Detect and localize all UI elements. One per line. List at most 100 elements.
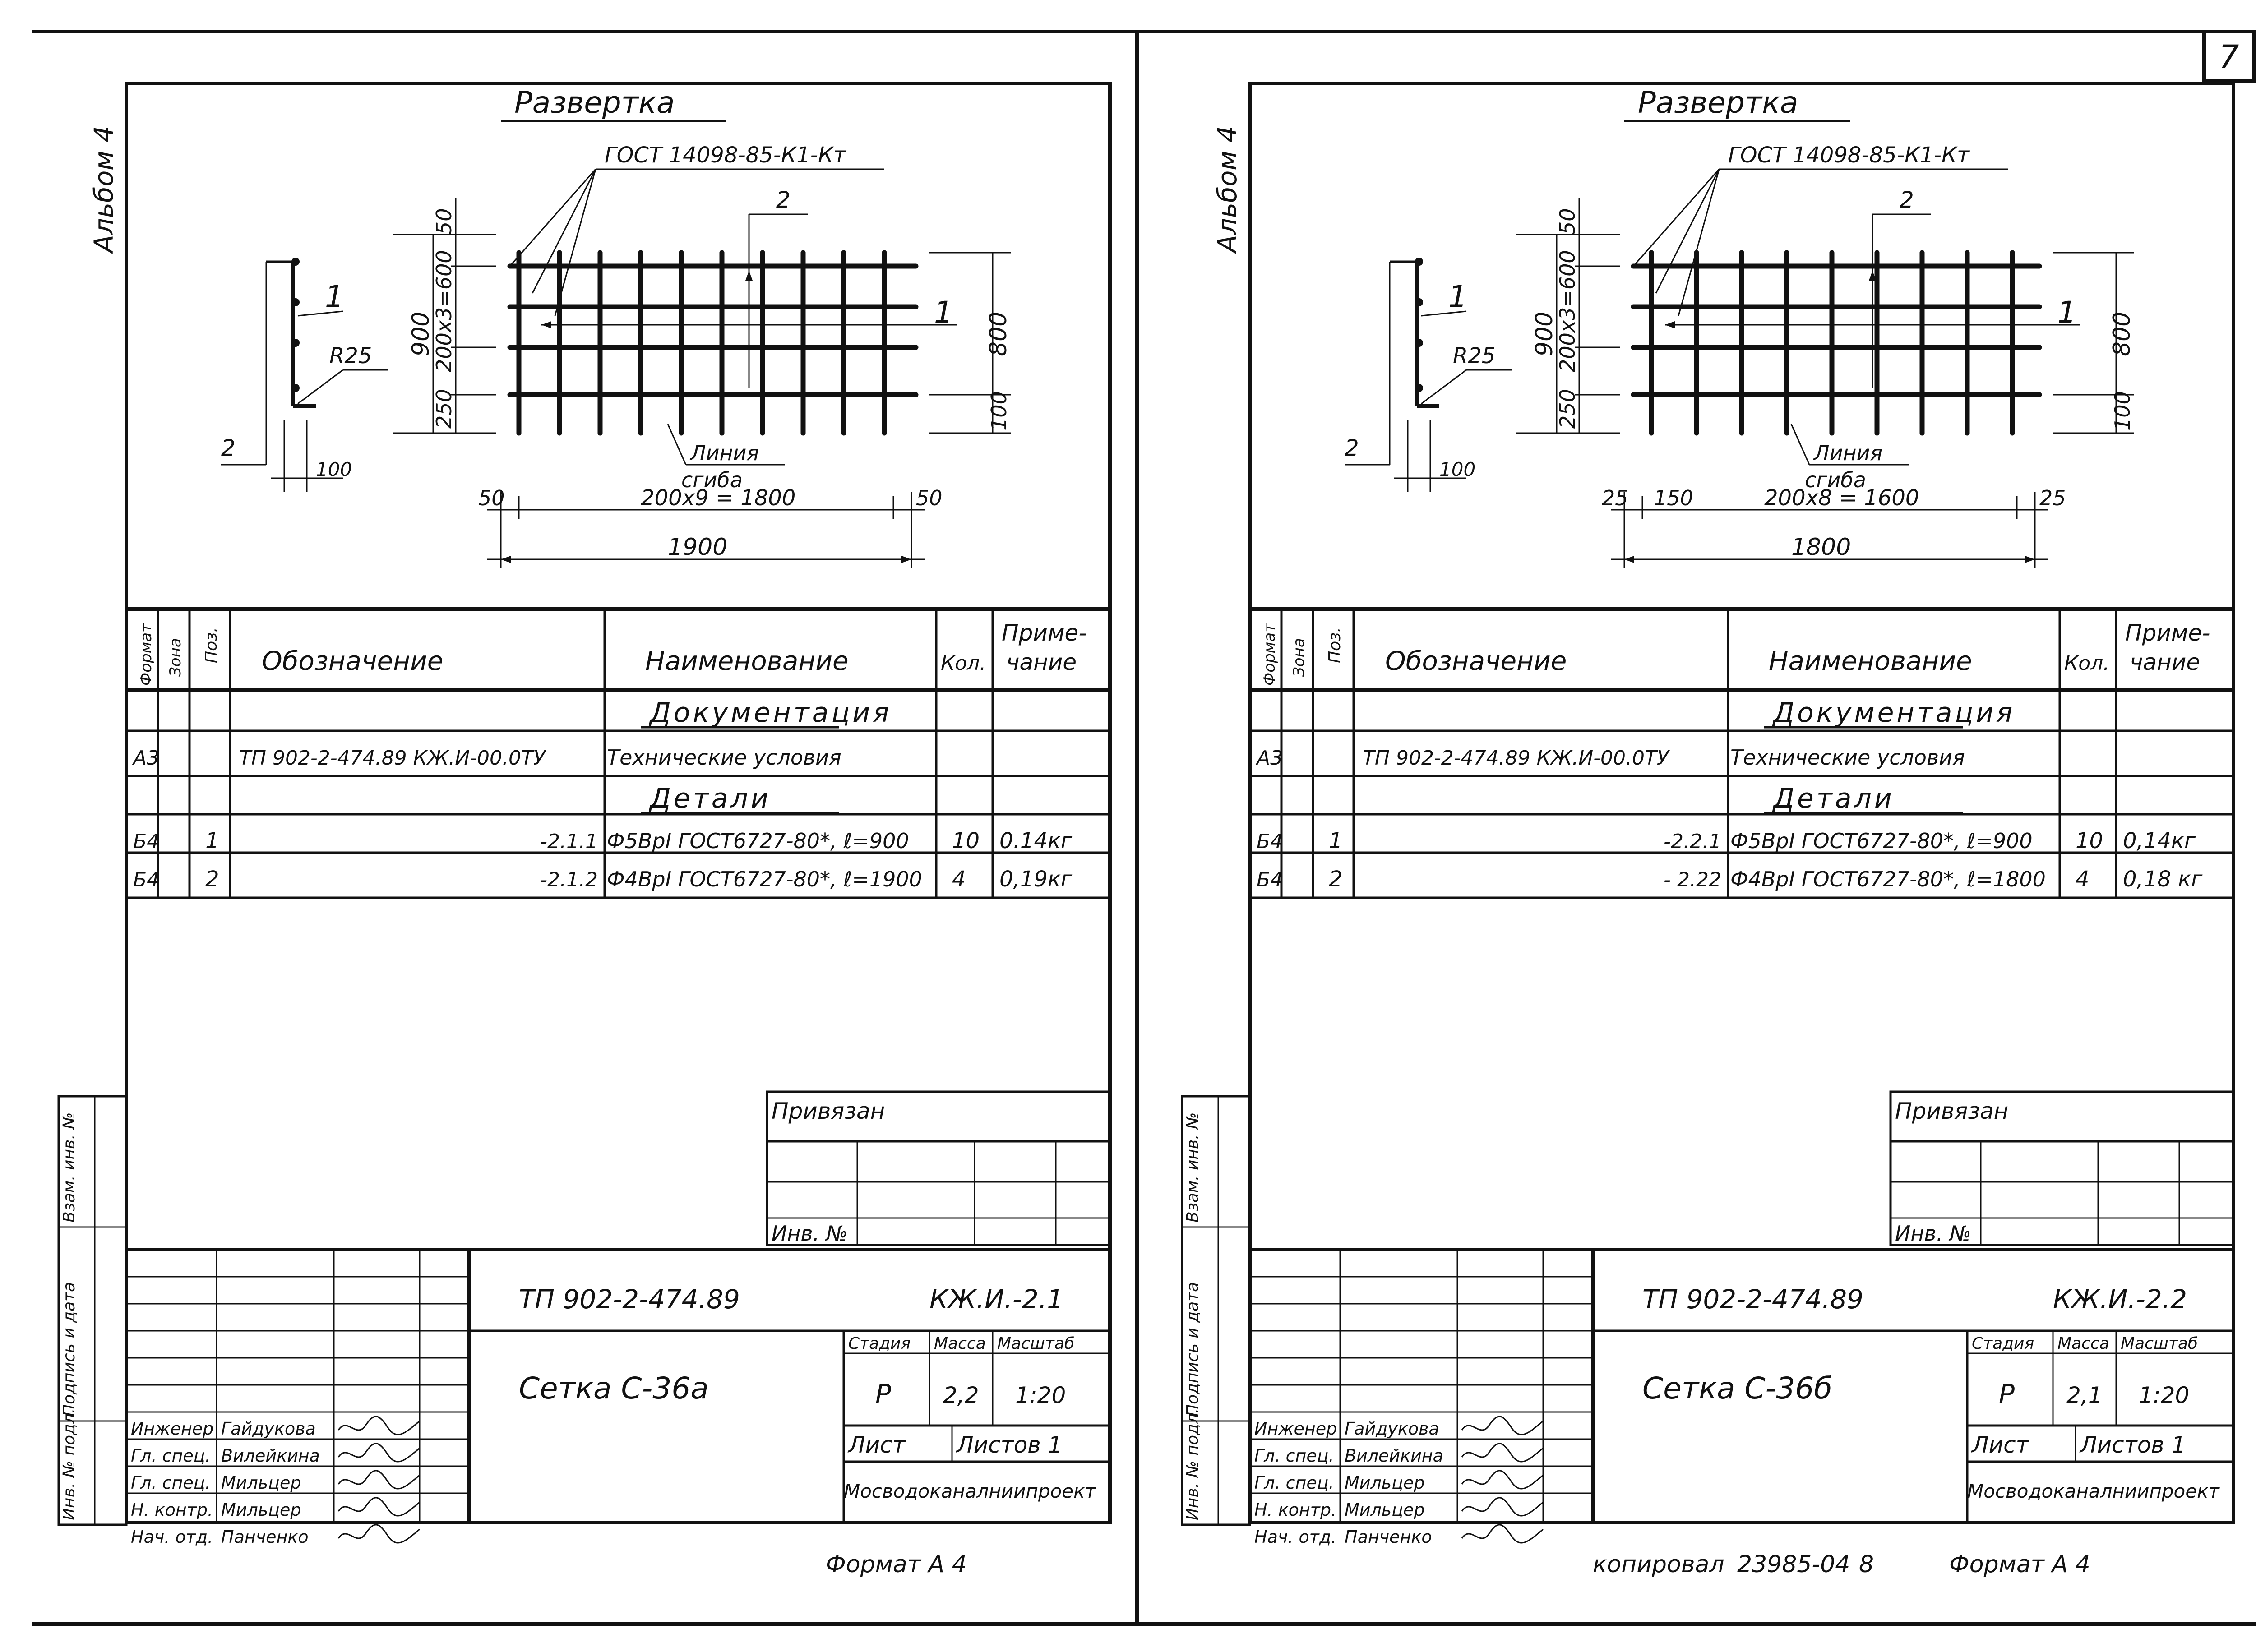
staff-role: Нач. отд. <box>1254 1527 1336 1547</box>
dim-800: 800 <box>2108 312 2136 356</box>
signature <box>1461 1470 1544 1490</box>
profile-rod-dot <box>1415 384 1423 392</box>
staff-name: Вилейкина <box>1345 1446 1443 1466</box>
dim-bottom-right: 25 <box>2039 486 2066 510</box>
staff-name: Панченко <box>221 1527 309 1547</box>
spec-cell-name: Технические условия <box>607 745 841 770</box>
spec-cell-name: Ф5ВрI ГОСТ6727-80*, ℓ=900 <box>1730 829 2033 853</box>
bend-label-2: сгиба <box>681 468 743 492</box>
dim-250: 250 <box>432 389 456 429</box>
staff-name: Мильцер <box>1345 1473 1425 1493</box>
profile-rod-dot <box>1415 339 1423 347</box>
spec-cell-format: Б4 <box>133 868 159 891</box>
staff-name: Гайдукова <box>1345 1419 1439 1439</box>
privyazan-block <box>766 1090 1111 1246</box>
spec-section-title: Детали <box>648 783 771 814</box>
signature <box>1461 1497 1544 1517</box>
staff-role: Гл. спец. <box>131 1446 211 1466</box>
bend-label-2: сгиба <box>1805 468 1866 492</box>
dim-900: 900 <box>407 312 435 356</box>
dim-200x3: 200х3=600 <box>1555 250 1580 372</box>
dim-50-top: 50 <box>1555 208 1580 235</box>
gost-leader-1 <box>509 169 596 267</box>
spec-cell-note: 0.14кг <box>999 828 1073 854</box>
bend-label-1: Линия <box>1813 441 1882 465</box>
lists-header: Листов 1 <box>956 1432 1062 1458</box>
profile-r25-leader <box>297 369 343 405</box>
dim-100-right: 100 <box>987 391 1011 431</box>
spec-cell-designation: - 2.22 <box>1664 868 1721 891</box>
dim-total-arrow-r <box>2025 556 2035 563</box>
spec-h-format: Формат <box>1261 623 1279 686</box>
drawing-title: Развертка <box>1638 85 1798 120</box>
doc-name: Сетка С-36а <box>519 1371 709 1406</box>
spec-cell-format: А3 <box>132 747 159 770</box>
profile-rod-dot <box>291 258 300 266</box>
dim-800: 800 <box>985 312 1012 356</box>
doc-code: ТП 902-2-474.89 <box>1642 1284 1863 1315</box>
profile-pos1-leader <box>1421 310 1467 317</box>
mass-value: 2,2 <box>943 1382 979 1408</box>
dim-bottom-right: 50 <box>916 486 943 510</box>
side-label-vzam: Взам. инв. № <box>60 1112 79 1223</box>
pos2-arrow <box>1869 271 1876 281</box>
format-label: Формат А 4 <box>826 1551 967 1578</box>
profile-rod-dot <box>1415 298 1423 306</box>
spec-h-format: Формат <box>137 623 155 686</box>
drawing-title: Развертка <box>514 85 675 120</box>
profile-pos1: 1 <box>1448 279 1467 314</box>
pos2-label: 2 <box>1900 187 1914 213</box>
spec-h-note-2: чание <box>2130 649 2200 675</box>
dim-250: 250 <box>1555 389 1580 429</box>
staff-role: Нач. отд. <box>131 1527 213 1547</box>
dim-100-right: 100 <box>2110 391 2135 431</box>
spec-h-qty: Кол. <box>941 652 986 675</box>
pos1-arrow <box>1665 321 1675 328</box>
profile-rod-dot <box>1415 258 1423 266</box>
spec-cell-pos: 2 <box>1329 867 1343 892</box>
pos2-label: 2 <box>776 187 791 213</box>
copied-note: копировал <box>1593 1551 1724 1578</box>
staff-name: Вилейкина <box>221 1446 320 1466</box>
side-label-inv: Инв. № подл. <box>1183 1408 1202 1520</box>
spec-cell-name: Технические условия <box>1730 745 1965 770</box>
spec-cell-qty: 10 <box>2076 828 2103 854</box>
signature <box>337 1443 420 1463</box>
staff-role: Гл. спец. <box>1254 1473 1334 1493</box>
spec-section-title: Документация <box>648 697 892 729</box>
bend-leader <box>1790 424 1810 465</box>
profile-r25: R25 <box>329 343 372 369</box>
spec-h-zone: Зона <box>1290 638 1308 677</box>
side-label-vzam: Взам. инв. № <box>1183 1112 1202 1223</box>
organization: Мосводоканалниипроект <box>844 1480 1096 1502</box>
stage-value: Р <box>875 1379 891 1409</box>
dim-bottom-main: 200х9 = 1800 <box>641 485 795 511</box>
copied-code: 23985-04 <box>1737 1551 1850 1578</box>
dim-bottom-total-text: 1900 <box>668 534 727 561</box>
dim-900: 900 <box>1531 312 1558 356</box>
doc-mark: КЖ.И.-2.1 <box>929 1284 1063 1315</box>
staff-name: Мильцер <box>221 1473 301 1493</box>
spec-cell-note: 0,19кг <box>999 867 1073 892</box>
spec-cell-note: 0,14кг <box>2123 828 2196 854</box>
dim-total-arrow-l <box>501 556 511 563</box>
dim-bottom-mid: 150 <box>1654 486 1693 510</box>
profile-rod-dot <box>291 384 300 392</box>
copied-number: 8 <box>1859 1551 1874 1578</box>
spec-h-note-2: чание <box>1006 649 1077 675</box>
staff-name: Гайдукова <box>221 1419 316 1439</box>
spec-cell-pos: 1 <box>205 828 219 854</box>
gost-callout: ГОСТ 14098-85-К1-Кт <box>1728 143 1970 168</box>
pos1-label: 1 <box>934 295 953 330</box>
spec-h-note-1: Приме- <box>2125 620 2210 646</box>
bend-label-1: Линия <box>689 441 759 465</box>
gost-leader-1 <box>1632 169 1720 267</box>
spec-cell-name: Ф4ВрI ГОСТ6727-80*, ℓ=1800 <box>1730 867 2046 891</box>
spec-h-designation: Обозначение <box>1385 646 1567 676</box>
album-label: Альбом 4 <box>88 126 119 254</box>
scale-header: Масштаб <box>2121 1334 2198 1353</box>
signature <box>337 1470 420 1490</box>
doc-code: ТП 902-2-474.89 <box>519 1284 740 1315</box>
